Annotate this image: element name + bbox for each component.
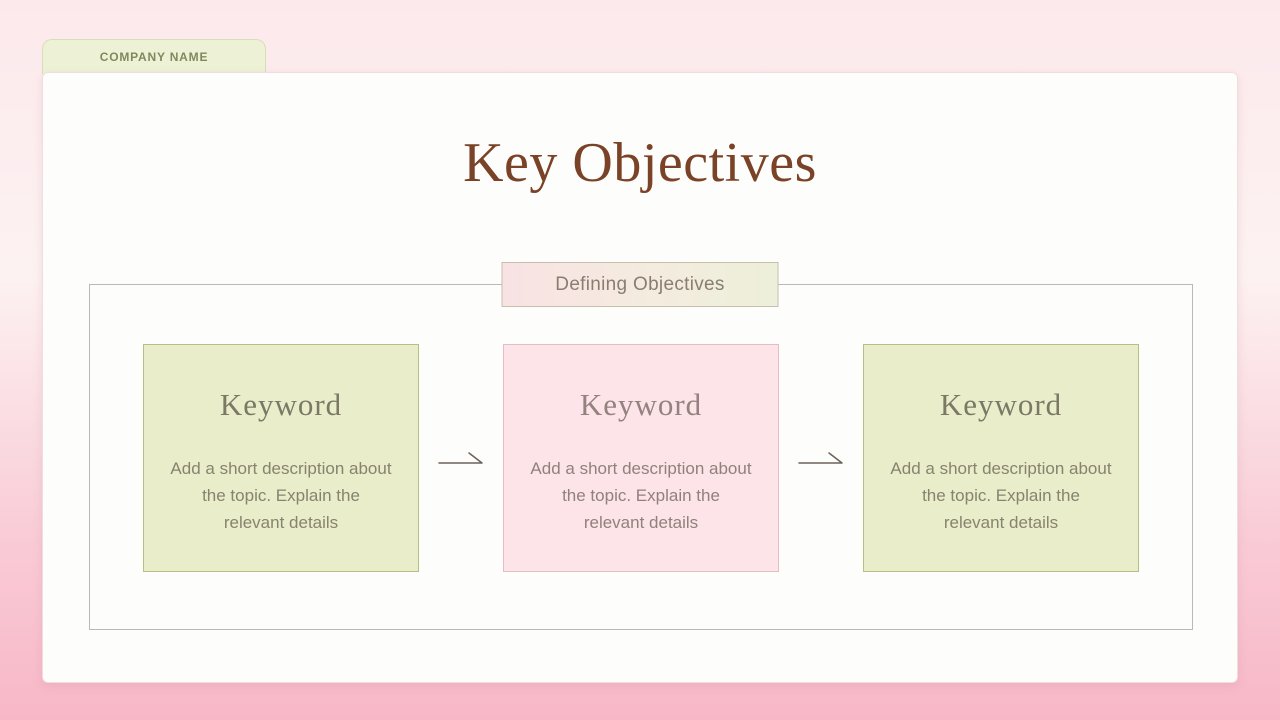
keyword-description: Add a short description about the topic.… <box>170 459 392 532</box>
keyword-description: Add a short description about the topic.… <box>890 459 1112 532</box>
page-title: Key Objectives <box>463 132 817 194</box>
keyword-title: Keyword <box>579 387 703 422</box>
section-label-text: Defining Objectives <box>555 273 725 295</box>
company-name-tab[interactable]: COMPANY NAME <box>42 39 266 74</box>
slide-canvas: Key Objectives Defining Objectives Keywo… <box>42 72 1238 683</box>
keyword-description: Add a short description about the topic.… <box>530 459 752 532</box>
arrow-right-icon <box>798 452 843 464</box>
arrow-right-icon <box>438 452 483 464</box>
keyword-card-1[interactable]: Keyword Add a short description about th… <box>143 344 419 572</box>
section-label-box[interactable]: Defining Objectives <box>501 262 779 307</box>
keyword-title: Keyword <box>939 387 1063 422</box>
keyword-card-2[interactable]: Keyword Add a short description about th… <box>503 344 779 572</box>
company-name-label: COMPANY NAME <box>99 50 209 64</box>
keyword-card-3[interactable]: Keyword Add a short description about th… <box>863 344 1139 572</box>
keyword-title: Keyword <box>219 387 343 422</box>
